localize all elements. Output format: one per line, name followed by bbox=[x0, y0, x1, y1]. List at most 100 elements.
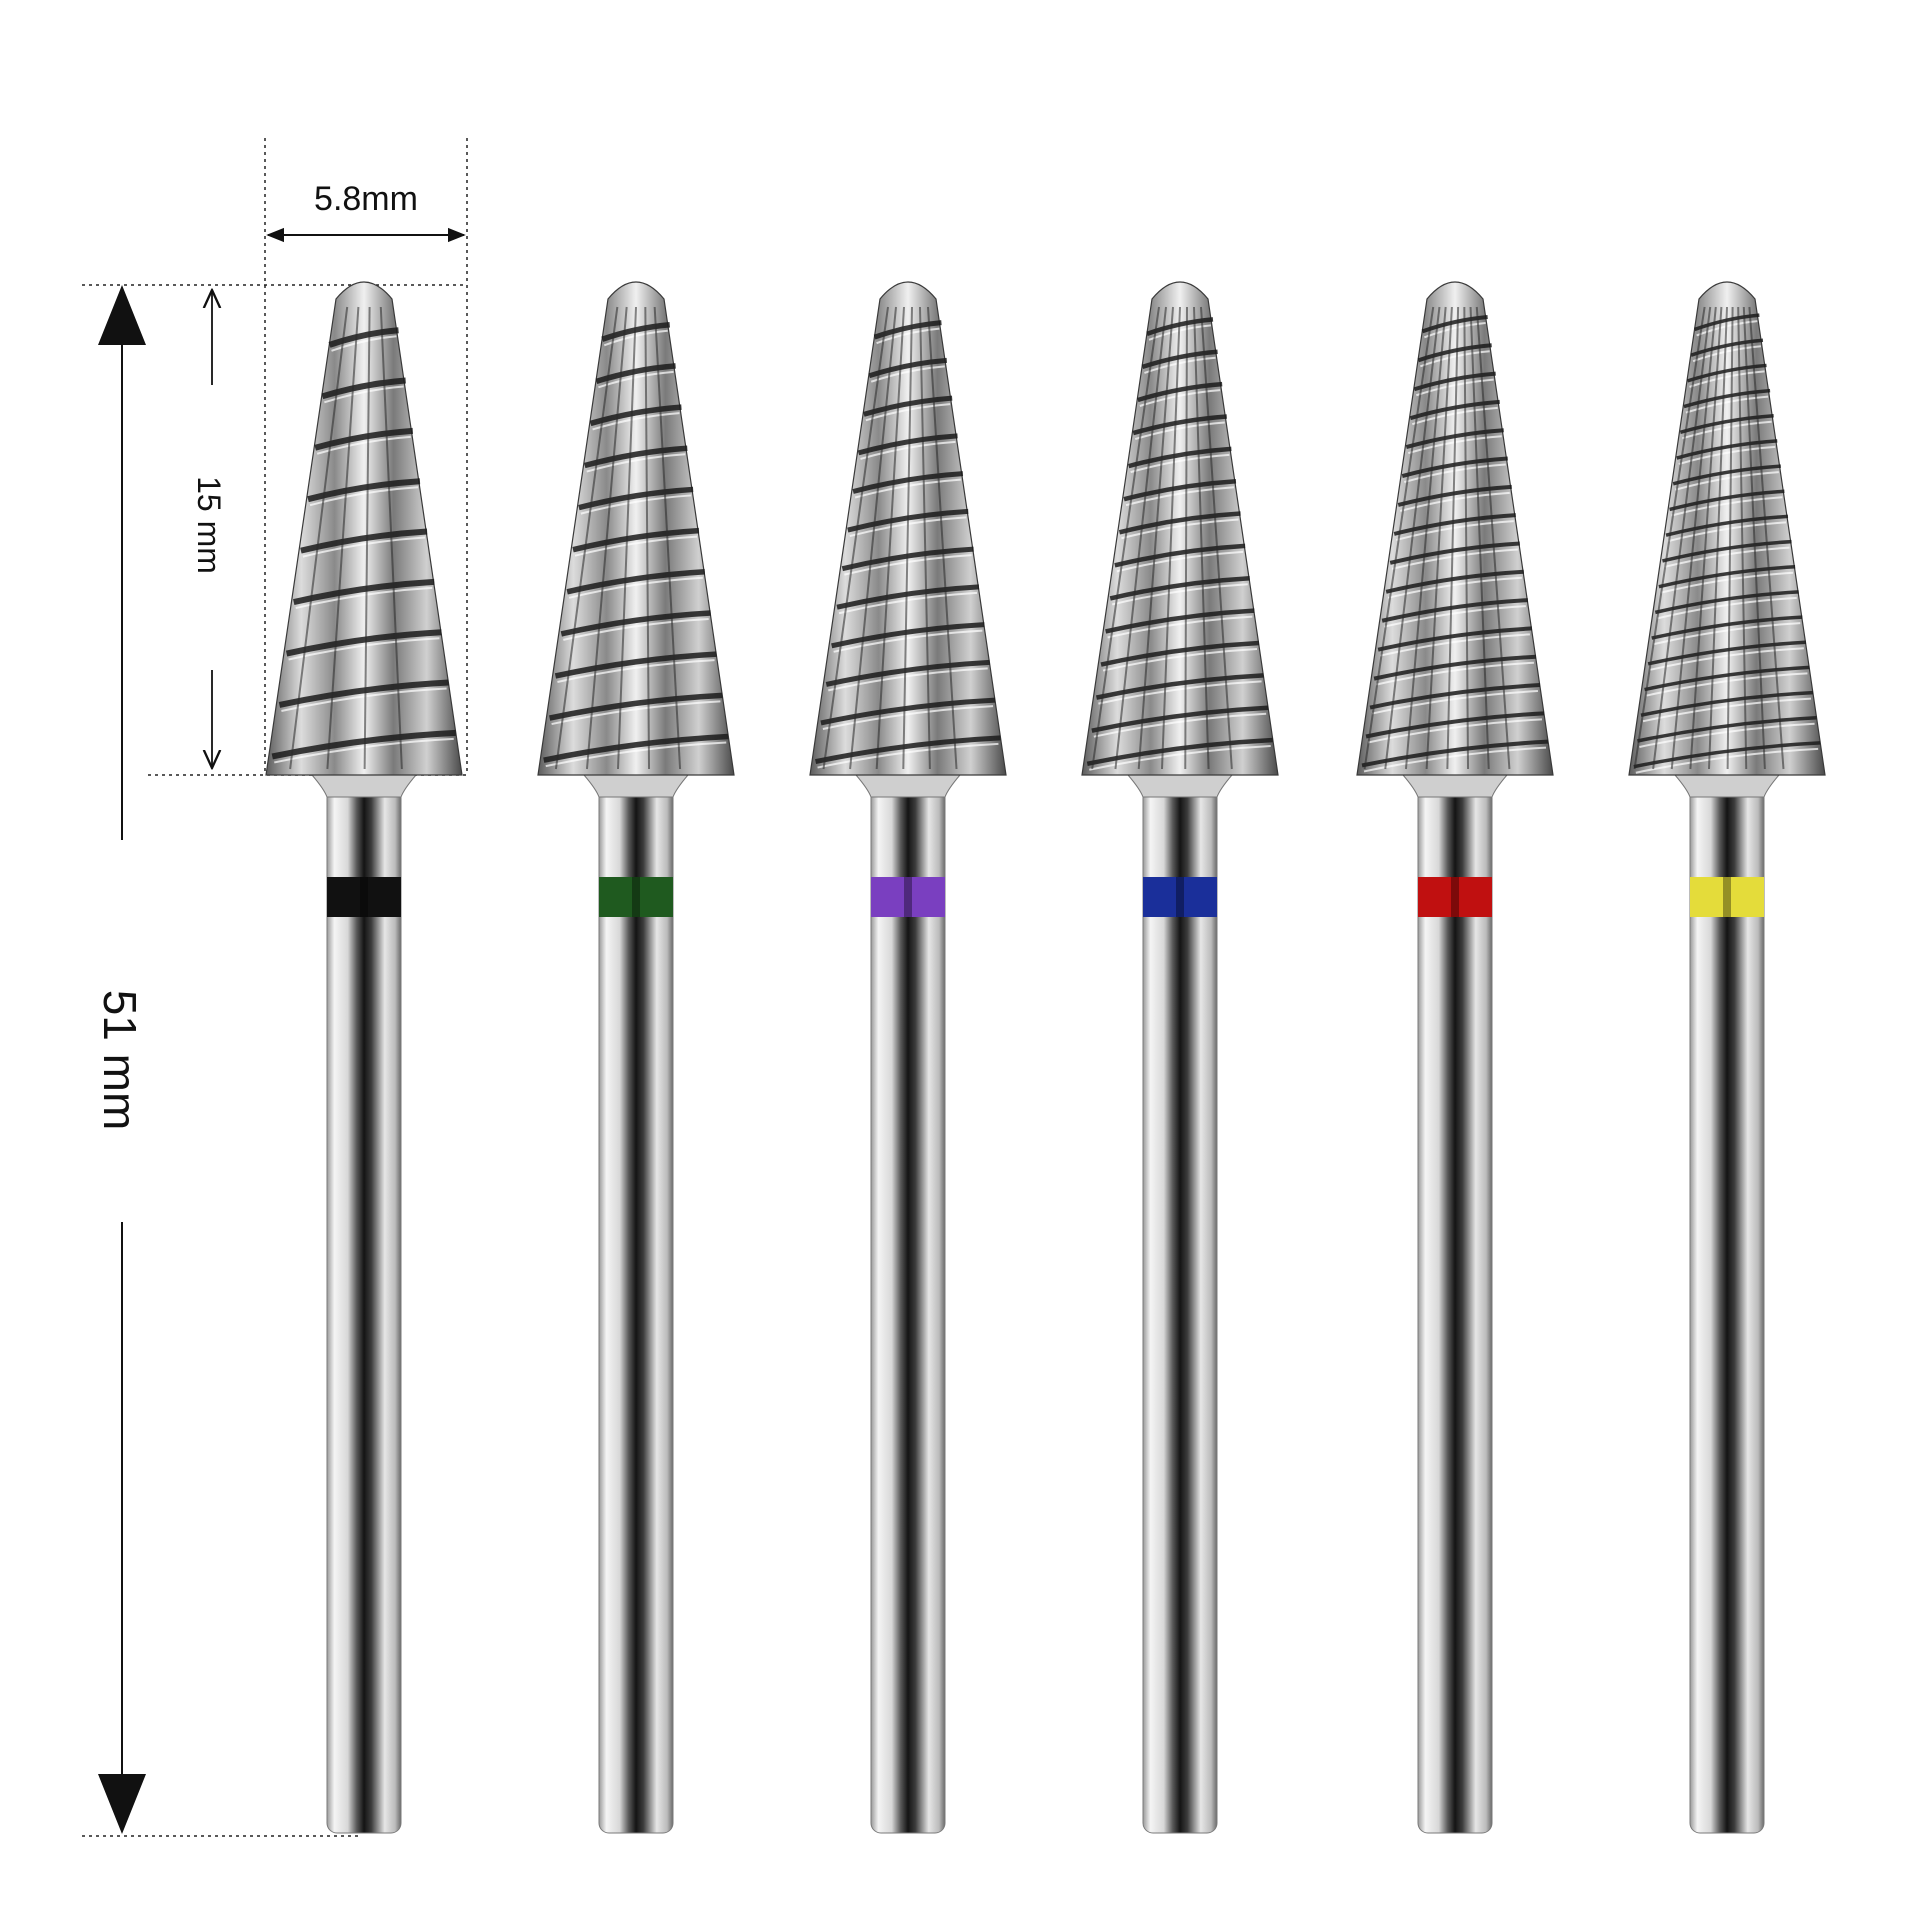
total-length-arrowhead-bottom bbox=[98, 1774, 146, 1834]
groove-highlight bbox=[1420, 350, 1490, 368]
neck bbox=[1673, 774, 1781, 798]
groove bbox=[583, 445, 688, 469]
neck bbox=[310, 774, 418, 798]
groove-highlight bbox=[586, 453, 686, 473]
neck bbox=[1401, 774, 1509, 798]
groove bbox=[1109, 576, 1250, 601]
groove-highlight bbox=[1121, 518, 1239, 540]
groove bbox=[1095, 673, 1264, 700]
groove bbox=[1086, 737, 1273, 766]
drill-bit bbox=[1356, 281, 1554, 1834]
groove bbox=[1672, 464, 1781, 486]
groove bbox=[1421, 314, 1488, 334]
groove bbox=[1676, 439, 1778, 460]
groove-highlight bbox=[1093, 712, 1267, 738]
groove-highlight bbox=[1371, 690, 1538, 715]
cross-cut bbox=[1742, 306, 1766, 770]
cross-cut bbox=[1726, 306, 1734, 770]
groove-highlight bbox=[1674, 471, 1779, 491]
groove bbox=[1665, 514, 1789, 537]
groove-highlight bbox=[1134, 421, 1225, 441]
groove-highlight bbox=[860, 440, 956, 460]
groove bbox=[549, 692, 723, 721]
groove bbox=[314, 427, 414, 451]
color-band bbox=[1690, 877, 1764, 917]
groove-highlight bbox=[545, 741, 727, 768]
groove-highlight bbox=[1387, 576, 1522, 599]
groove-highlight bbox=[1646, 672, 1808, 697]
groove bbox=[831, 622, 985, 649]
cross-cut bbox=[379, 306, 403, 770]
groove-highlight bbox=[281, 687, 447, 712]
groove-highlight bbox=[1125, 486, 1235, 507]
spiral-grooves bbox=[1361, 314, 1549, 773]
groove-highlight bbox=[1649, 647, 1804, 671]
groove-highlight bbox=[309, 486, 419, 507]
cross-cut bbox=[1425, 306, 1453, 770]
cross-cut bbox=[644, 306, 651, 770]
cross-cut bbox=[617, 306, 637, 770]
groove-highlight bbox=[1416, 378, 1494, 397]
cross-cuts bbox=[822, 306, 958, 770]
color-band bbox=[599, 877, 673, 917]
groove-highlight bbox=[865, 403, 951, 422]
cross-cut bbox=[1737, 306, 1748, 770]
groove-highlight bbox=[1116, 550, 1244, 573]
groove-highlight bbox=[1102, 647, 1258, 672]
cutting-head bbox=[537, 281, 735, 776]
groove bbox=[300, 528, 428, 554]
color-band-shade bbox=[360, 877, 368, 917]
groove-highlight bbox=[603, 329, 668, 347]
groove bbox=[1105, 608, 1255, 634]
drill-bit bbox=[265, 281, 463, 1834]
color-band bbox=[1418, 877, 1492, 917]
groove-highlight bbox=[1139, 389, 1221, 407]
cross-cut bbox=[1708, 306, 1728, 770]
groove bbox=[1669, 489, 1785, 512]
drill-bit bbox=[809, 281, 1007, 1834]
groove bbox=[1123, 478, 1237, 502]
groove bbox=[1373, 654, 1537, 681]
cross-cut bbox=[1633, 306, 1706, 770]
cross-cut bbox=[927, 306, 958, 770]
groove bbox=[560, 610, 711, 637]
head-length-label: 15 mm bbox=[191, 476, 227, 574]
cutting-head bbox=[265, 281, 463, 776]
groove-highlight bbox=[1642, 697, 1812, 723]
groove-highlight bbox=[580, 494, 692, 515]
cross-cut bbox=[1652, 306, 1712, 770]
groove-highlight bbox=[1671, 496, 1783, 517]
drill-bit bbox=[1628, 281, 1826, 1834]
groove bbox=[1091, 705, 1269, 733]
groove-highlight bbox=[1375, 661, 1534, 686]
drill-bit bbox=[537, 281, 735, 1834]
cross-cut bbox=[822, 306, 889, 770]
groove-highlight bbox=[1682, 420, 1772, 440]
total-length-arrowhead-top bbox=[98, 285, 146, 345]
groove-highlight bbox=[1639, 722, 1815, 748]
groove-highlight bbox=[598, 370, 674, 389]
groove bbox=[868, 357, 947, 379]
cross-cut bbox=[1748, 306, 1785, 770]
shank bbox=[870, 774, 946, 1834]
groove-highlight bbox=[574, 535, 698, 557]
groove-highlight bbox=[1144, 356, 1216, 374]
groove-highlight bbox=[316, 435, 411, 455]
cross-cut bbox=[1200, 306, 1233, 770]
cross-cut bbox=[554, 306, 619, 770]
groove-highlight bbox=[1383, 605, 1526, 628]
width-label: 5.8mm bbox=[314, 180, 418, 218]
cross-cuts bbox=[554, 306, 682, 770]
groove bbox=[1654, 590, 1799, 615]
groove-highlight bbox=[1130, 453, 1230, 474]
groove bbox=[1389, 541, 1520, 565]
groove bbox=[589, 404, 682, 427]
groove bbox=[1118, 511, 1241, 535]
cross-cut bbox=[1114, 306, 1167, 770]
cross-cut bbox=[585, 306, 628, 770]
groove bbox=[1686, 363, 1767, 383]
groove bbox=[1141, 349, 1218, 370]
groove bbox=[1640, 690, 1814, 717]
width-dimension: 5.8mm bbox=[266, 180, 466, 243]
dimension-guides bbox=[82, 138, 468, 1837]
